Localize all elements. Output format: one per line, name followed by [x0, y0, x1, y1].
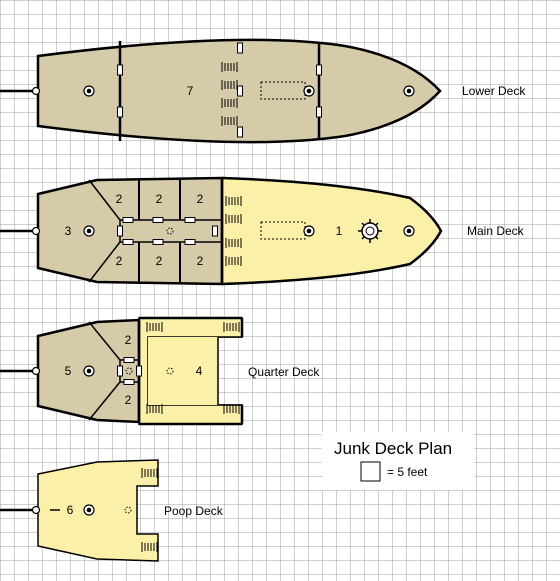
room-number: 2: [116, 254, 123, 268]
room-number: 4: [196, 364, 203, 378]
room-number: 7: [187, 84, 194, 98]
door-icon[interactable]: [184, 239, 196, 245]
room-number: 6: [67, 503, 74, 517]
door-icon[interactable]: [316, 106, 322, 118]
capstan-icon: [358, 219, 382, 243]
legend-scale-label: = 5 feet: [387, 465, 428, 479]
mast-icon: [403, 225, 415, 237]
mast-icon: [83, 85, 95, 97]
mast-base-icon: [125, 367, 133, 375]
door-icon[interactable]: [136, 365, 142, 377]
mast-icon: [83, 504, 95, 516]
room-number: 2: [197, 254, 204, 268]
room-number: 5: [65, 364, 72, 378]
poop-deck: 6: [0, 459, 159, 562]
room-number: 2: [156, 192, 163, 206]
door-icon[interactable]: [316, 64, 322, 76]
door-icon[interactable]: [117, 106, 123, 118]
room-number: 2: [156, 254, 163, 268]
room-number: 2: [125, 393, 132, 407]
door-icon[interactable]: [123, 379, 135, 385]
door-icon[interactable]: [212, 225, 218, 237]
room-number: 2: [197, 192, 204, 206]
mast-icon: [403, 85, 415, 97]
room-number: 2: [116, 192, 123, 206]
door-icon[interactable]: [152, 239, 164, 245]
door-icon[interactable]: [184, 217, 196, 223]
grid-square-icon: [360, 461, 381, 482]
door-icon[interactable]: [237, 42, 243, 54]
mast-icon: [303, 85, 315, 97]
deck-label-lower: Lower Deck: [462, 84, 526, 98]
door-icon[interactable]: [152, 217, 164, 223]
door-icon[interactable]: [122, 217, 134, 223]
lower-deck: 7: [0, 38, 442, 144]
room-number: 3: [65, 224, 72, 238]
poop-deck-deck: [37, 459, 159, 562]
mast-base-icon: [166, 227, 174, 235]
door-icon[interactable]: [117, 365, 123, 377]
door-icon[interactable]: [117, 64, 123, 76]
page-title: Junk Deck Plan: [334, 439, 452, 458]
door-icon[interactable]: [117, 225, 123, 237]
legend-panel: [322, 432, 474, 490]
door-icon[interactable]: [237, 126, 243, 138]
deck-label-poop: Poop Deck: [164, 504, 224, 518]
door-icon[interactable]: [237, 85, 243, 97]
room-number: 2: [125, 333, 132, 347]
mast-icon: [303, 225, 315, 237]
deck-label-main: Main Deck: [467, 224, 525, 238]
quarter-deck: 2 5 4 2: [0, 316, 244, 426]
mast-base-icon: [166, 367, 174, 375]
mast-icon: [83, 225, 95, 237]
main-deck: 2 2 2 3 1 2 2 2: [0, 176, 443, 286]
door-icon[interactable]: [122, 239, 134, 245]
room-number: 1: [336, 224, 343, 238]
mast-base-icon: [124, 506, 132, 514]
mast-icon: [83, 365, 95, 377]
door-icon[interactable]: [123, 357, 135, 363]
deck-label-quarter: Quarter Deck: [248, 365, 320, 379]
